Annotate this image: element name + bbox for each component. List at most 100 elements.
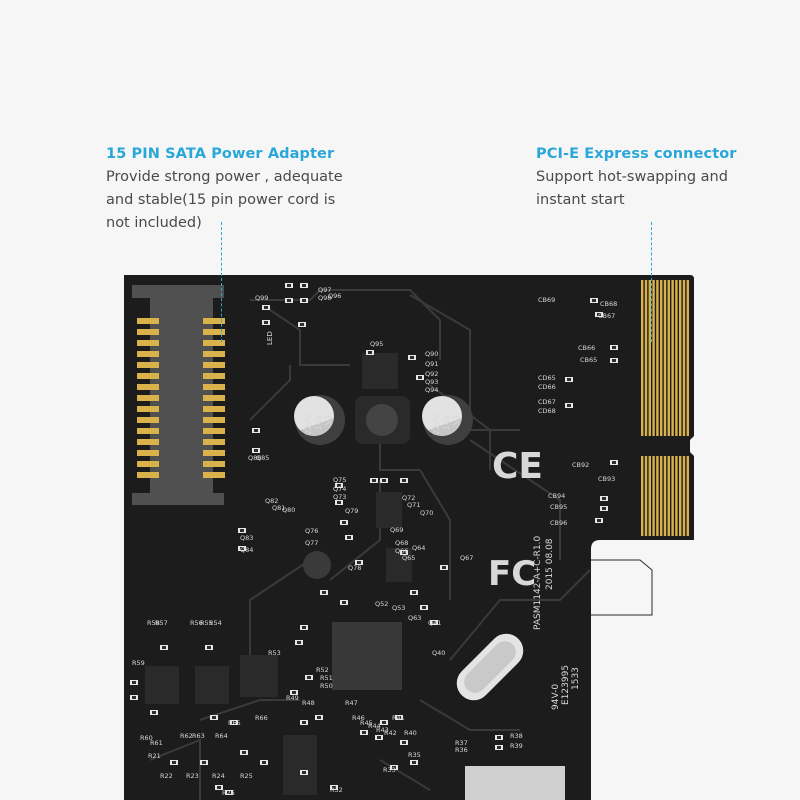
refdes-label: Q81 — [272, 504, 285, 512]
refdes-label: Q79 — [345, 507, 358, 515]
sata-pin — [203, 395, 225, 401]
refdes-label: Q53 — [392, 604, 405, 612]
refdes-label: Q86 — [248, 454, 261, 462]
pcie-pin-upper — [675, 280, 678, 436]
smd-part-body — [264, 306, 268, 309]
pcie-pin-upper — [679, 280, 682, 436]
led-label: LED — [266, 331, 274, 345]
refdes-label: R54 — [209, 619, 222, 627]
refdes-label: R65 — [228, 719, 241, 727]
weee-bin-icon — [595, 579, 633, 617]
refdes-label: Q97 — [318, 286, 331, 294]
refdes-label: Q65 — [402, 554, 415, 562]
fcc-mark: FC — [488, 554, 536, 594]
chip-left-2 — [195, 666, 229, 704]
sata-pin — [203, 384, 225, 390]
smd-part-body — [240, 547, 244, 550]
refdes-label: R42 — [384, 729, 397, 737]
pcie-pin-upper — [644, 280, 648, 436]
refdes-label: CD66 — [538, 383, 556, 391]
smd-part-body — [302, 284, 306, 287]
pcie-callout-title: PCI-E Express connector — [536, 146, 737, 162]
refdes-label: R36 — [455, 746, 468, 754]
refdes-label: Q68 — [395, 539, 408, 547]
smd-part-body — [232, 721, 236, 724]
svg-text:16V: 16V — [442, 414, 451, 430]
smd-part-body — [412, 761, 416, 764]
smd-part-body — [402, 551, 406, 554]
refdes-label: R61 — [150, 739, 163, 747]
svg-text:220V: 220V — [432, 414, 441, 435]
refdes-label: Q63 — [408, 614, 421, 622]
refdes-label: Q64 — [412, 544, 425, 552]
smd-part-body — [402, 741, 406, 744]
refdes-label: R47 — [345, 699, 358, 707]
svg-text:VT: VT — [452, 415, 461, 425]
pcie-pin-lower — [679, 456, 682, 536]
smd-part-body — [612, 346, 616, 349]
refdes-label: Q92 — [425, 370, 438, 378]
refdes-label: R66 — [255, 714, 268, 722]
refdes-label: R24 — [212, 772, 225, 780]
smd-part-body — [254, 449, 258, 452]
refdes-label: CB93 — [598, 475, 615, 483]
smd-part-body — [302, 771, 306, 774]
pcie-pin-lower — [656, 456, 659, 536]
refdes-label: R57 — [155, 619, 168, 627]
pcie-pin-lower — [644, 456, 648, 536]
refdes-label: R62 — [180, 732, 193, 740]
smd-part-body — [254, 429, 258, 432]
pcie-pin-upper — [660, 280, 663, 436]
smd-part-body — [342, 521, 346, 524]
chip-mid — [376, 492, 402, 528]
refdes-label: R60 — [140, 734, 153, 742]
smd-part-body — [302, 299, 306, 302]
refdes-label: R38 — [510, 732, 523, 740]
smd-part-body — [292, 691, 296, 694]
sata-pin — [137, 439, 159, 445]
smd-part-body — [497, 736, 501, 739]
refdes-label: Q80 — [282, 506, 295, 514]
refdes-label: Q76 — [305, 527, 318, 535]
pcie-pin-upper — [667, 280, 670, 436]
refdes-label: Q77 — [305, 539, 318, 547]
pcie-leader-line — [651, 222, 652, 342]
smd-part-body — [397, 716, 401, 719]
refdes-label: R51 — [320, 674, 333, 682]
capacitor-left — [294, 395, 345, 445]
smd-part-body — [372, 479, 376, 482]
sata-pin — [137, 428, 159, 434]
smd-part-body — [287, 284, 291, 287]
smd-part-body — [602, 497, 606, 500]
refdes-label: R53 — [268, 649, 281, 657]
refdes-label: R39 — [510, 742, 523, 750]
smd-part-body — [262, 761, 266, 764]
sata-callout-line-1: Provide strong power , adequate — [106, 169, 343, 185]
smd-part-body — [202, 761, 206, 764]
sata-pin — [203, 461, 225, 467]
smd-part-body — [567, 404, 571, 407]
smd-part-body — [264, 321, 268, 324]
smd-part-body — [418, 376, 422, 379]
crystal-oscillator — [456, 633, 524, 701]
smd-part-body — [162, 646, 166, 649]
sata-callout-line-2: and stable(15 pin power cord is — [106, 192, 336, 208]
cap-left-vt: VT — [324, 415, 333, 425]
refdes-label: Q98 — [318, 294, 331, 302]
smd-part-body — [402, 479, 406, 482]
refdes-label: Q82 — [265, 497, 278, 505]
sata-pin — [203, 373, 225, 379]
refdes-label: Q52 — [375, 600, 388, 608]
sata-pin — [203, 362, 225, 368]
refdes-label: Q67 — [460, 554, 473, 562]
pcie-callout-line-1: Support hot-swapping and — [536, 169, 728, 185]
refdes-label: R33 — [383, 766, 396, 774]
smd-part-body — [322, 591, 326, 594]
refdes-label: Q95 — [370, 340, 383, 348]
refdes-label: Q69 — [390, 526, 403, 534]
refdes-label: Q74 — [333, 485, 346, 493]
sata-pin — [137, 384, 159, 390]
smd-part-body — [382, 479, 386, 482]
pcie-pin-upper — [686, 280, 689, 436]
sata-pin — [137, 450, 159, 456]
